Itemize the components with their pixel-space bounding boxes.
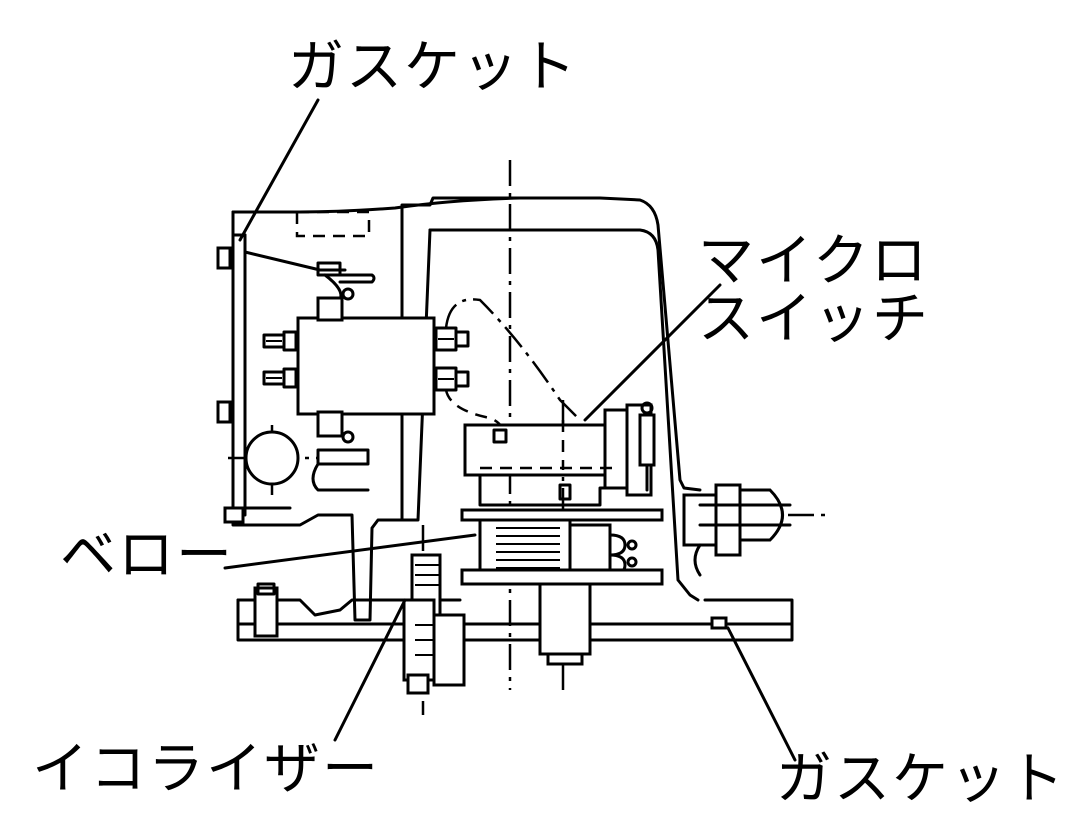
relay-link — [444, 298, 581, 421]
label-bellows: ベロー — [60, 523, 234, 588]
label-micro-switch-line1: マイクロ — [698, 229, 929, 294]
bellows-assembly — [460, 508, 664, 666]
label-gasket-bottom: ガスケット — [776, 747, 1066, 812]
relay-block — [262, 296, 470, 438]
micro-switch-assembly — [463, 401, 656, 507]
bellows-ridges — [496, 527, 560, 569]
label-gasket-top: ガスケット — [288, 35, 578, 100]
top-dashed-plate — [295, 210, 371, 238]
base-plate — [236, 582, 794, 642]
right-connector — [682, 483, 792, 577]
leader-lines — [223, 98, 797, 762]
label-micro-switch-line2: スイッチ — [698, 287, 930, 352]
equalizer-assembly — [402, 553, 466, 695]
lower-left-knob — [238, 430, 370, 510]
label-equalizer: イコライザー — [32, 737, 380, 802]
